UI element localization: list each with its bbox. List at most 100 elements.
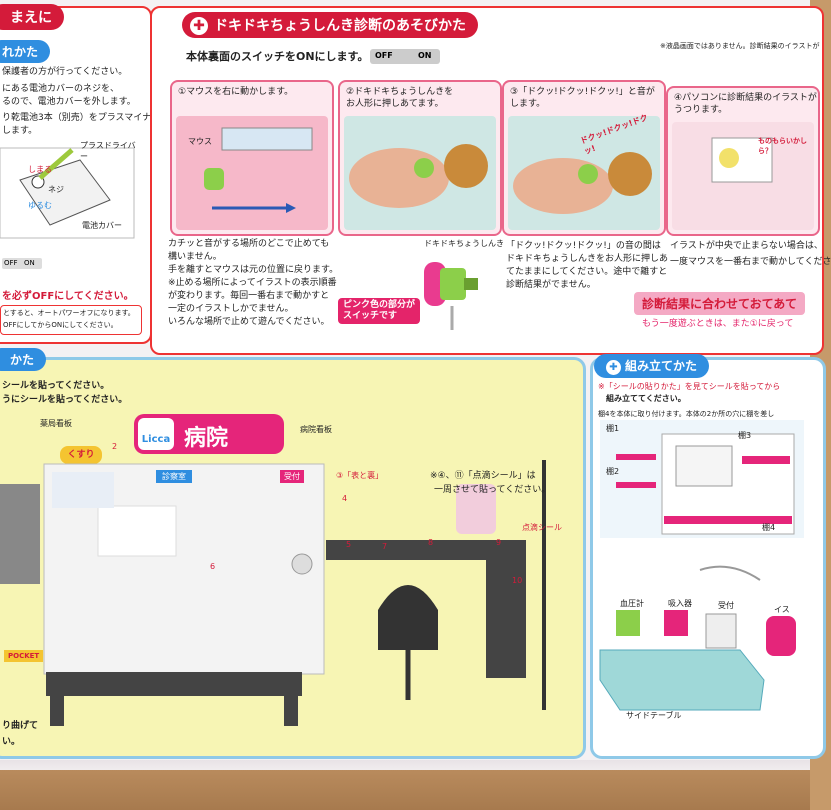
sticker-line-1: シールを貼ってください。 [2, 381, 110, 391]
hospital-sign-label: 病院看板 [300, 425, 332, 434]
floor [0, 770, 810, 810]
heartbeat-note-2: ドキドキちょうしんきをお人形に押しあ [506, 254, 669, 264]
step-2-card: ②ドキドキちょうしんきを お人形に押しあてます。 [338, 80, 502, 236]
step-4-image: ものもらいかしら？ [672, 122, 814, 230]
drip-sticker-label: 点滴シール [522, 523, 562, 532]
header-battery: れかた [0, 40, 51, 63]
reception-label: 受付 [718, 601, 734, 610]
header-play: ✚ ドキドキちょうしんき診断のあそびかた [182, 12, 478, 38]
mouse-note-6: 一定のイラストしかでません。 [168, 304, 294, 314]
callout-7: 7 [382, 542, 388, 551]
battery-cover-label: 電池カバー [82, 221, 122, 230]
pocket-sticker: POCKET [4, 650, 44, 662]
mouse-illustration [204, 127, 313, 213]
loosen-label: ゆるむ [28, 201, 52, 210]
step-3-card: ③「ドクッ!ドクッ!ドクッ!」と音が します。 ドクッ!ドクッ!ドクッ! [502, 80, 666, 236]
shelf-1-label: 棚1 [606, 424, 620, 433]
drip-note-1: ※④、⑪「点滴シール」は [430, 471, 536, 481]
battery-diagram-illustration [0, 147, 135, 239]
pharmacy-sign: くすり [60, 446, 102, 464]
mouse-note-5: が変わります。毎回一番右まで動かすと [168, 291, 330, 301]
furniture-assembly-diagram [599, 565, 796, 711]
pc-diagnosis-illustration [711, 137, 773, 183]
callout-4: 4 [342, 494, 348, 503]
step-1-card: ①マウスを右に動かします。 マウス [170, 80, 334, 236]
switch-off-label: OFF [375, 51, 393, 60]
instruction-sheet: まえに れかた 保護者の方が行ってください。 にある電池カバーのネジを、 るので… [0, 0, 831, 772]
screwdriver-label: プラスドライバー [80, 141, 136, 161]
hospital-playset-photo [0, 463, 325, 726]
heartbeat-note-4: 診断結果がでません。 [506, 280, 596, 290]
callout-8: 8 [428, 538, 434, 547]
callout-5: 5 [346, 540, 352, 549]
battery-line-3: るので、電池カバーを外します。 [2, 97, 136, 107]
bottom-stripe [0, 760, 810, 772]
fold-note-1: り曲げて [2, 721, 39, 731]
tighten-label: しまる [28, 165, 52, 174]
reception-sticker: 受付 [280, 470, 304, 483]
battery-line-2: にある電池カバーのネジを、 [2, 84, 120, 94]
switch-off-label: OFF [4, 259, 18, 267]
power-off-warning: を必ずOFFにしてください。 [2, 291, 134, 302]
desk-chair-drip-photo [326, 460, 546, 710]
step-1-label: ①マウスを右に動かします。 [178, 87, 294, 97]
drip-note-2: 一周させて貼ってください。 [434, 485, 551, 495]
header-play-text: ドキドキちょうしんき診断のあそびかた [214, 18, 466, 34]
step-4-label: ④パソコンに診断結果のイラストが うつります。 [674, 93, 817, 115]
mouse-note-2: 構いません。 [168, 252, 222, 262]
switch-on-label: ON [24, 259, 35, 267]
mouse-note-3: 手を離すとマウスは元の位置に戻ります。 [168, 265, 339, 275]
shelf-3-label: 棚3 [738, 431, 752, 440]
assembly-line-2: 組み立ててください。 [606, 394, 686, 403]
mouse-label: マウス [188, 137, 212, 146]
hospital-logo: Licca [138, 418, 174, 450]
sticker-line-2: うにシールを貼ってください。 [2, 395, 128, 405]
auto-off-line-1: とすると、オートパワーオフになります。 [3, 309, 135, 317]
pharmacy-sign-label: 薬局看板 [40, 419, 72, 428]
heartbeat-sound-illustration [513, 152, 652, 214]
header-assembly-text: 組み立てかた [625, 359, 698, 373]
mouse-note-4: ※止める場所によってイラストの表示順番 [168, 278, 337, 288]
header-assembly: ✚ 組み立てかた [594, 354, 710, 378]
switch-on-label: ON [418, 51, 432, 60]
switch-on-instruction: 本体裏面のスイッチをONにします。 [186, 50, 369, 63]
result-note-2: 一度マウスを一番右まで動かしてくださ [670, 257, 831, 267]
mouse-note-1: カチッと音がする場所のどこで止めても [168, 239, 330, 249]
plus-cross-icon: ✚ [190, 17, 208, 35]
blood-pressure-label: 血圧計 [620, 599, 644, 608]
stethoscope-on-doll-illustration [349, 144, 488, 208]
fold-note-2: い。 [2, 737, 21, 747]
step-2-label: ②ドキドキちょうしんきを お人形に押しあてます。 [346, 87, 454, 109]
battery-line-1: 保護者の方が行ってください。 [2, 67, 128, 77]
power-switch: OFF ON [370, 49, 440, 64]
battery-line-5: します。 [2, 126, 38, 136]
auto-off-line-2: OFFにしてからONにしてください。 [3, 321, 118, 329]
stethoscope-icon [424, 262, 478, 330]
auto-off-note: とすると、オートパワーオフになります。 OFFにしてからONにしてください。 [0, 305, 142, 335]
step-2-image [344, 116, 496, 230]
lcd-note: ※液晶画面ではありません。診断結果のイラストが [660, 42, 820, 50]
inhaler-label: 吸入器 [668, 599, 692, 608]
side-table-label: サイドテーブル [626, 711, 682, 720]
callout-6: 6 [210, 562, 216, 571]
assembly-line-3: 棚4を本体に取り付けます。本体の2か所の穴に棚を差し [598, 410, 775, 418]
header-before: まえに [0, 4, 64, 30]
result-care-banner: 診断結果に合わせておてあて [634, 292, 806, 315]
hospital-sign: Licca 病院 [134, 414, 284, 454]
clinic-sticker: 診察室 [156, 470, 192, 483]
screw-label: ネジ [48, 185, 64, 194]
step-1-image: マウス [176, 116, 328, 230]
shelf-4-label: 棚4 [762, 523, 776, 532]
assembly-line-1: ※「シールの貼りかた」を見てシールを貼ってから [598, 382, 781, 391]
plus-cross-icon: ✚ [606, 360, 621, 375]
replay-note: もう一度遊ぶときは、また①に戻って [642, 319, 794, 329]
switch-part-callout: ピンク色の部分が スイッチです [338, 298, 421, 324]
speech-bubble-text: ものもらいかしら？ [758, 137, 807, 155]
battery-diagram: プラスドライバー ネジ しまる ゆるむ 電池カバー [0, 140, 140, 240]
shelf-2-label: 棚2 [606, 467, 620, 476]
step-3-image: ドクッ!ドクッ!ドクッ! [508, 113, 660, 230]
callout-front-back: ③「表と裏」 [336, 471, 384, 480]
pharmacy-sign-text: くすり [67, 450, 95, 460]
heartbeat-note-3: てたままにしてください。途中で離すと [506, 267, 668, 277]
result-note-1: イラストが中央で止まらない場合は、 [670, 241, 823, 251]
